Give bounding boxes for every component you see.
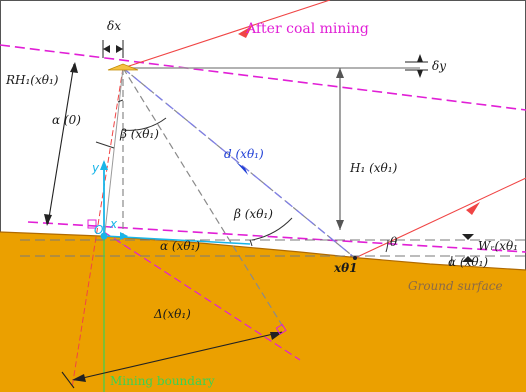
rh1-label: RH₁(xθ₁) <box>5 73 59 87</box>
beta-top-arc <box>122 117 167 131</box>
delta-arrow-left <box>72 374 86 382</box>
x-axis-label: x <box>109 217 118 231</box>
right-angle-marker-bottom <box>275 323 287 335</box>
xtheta-point <box>353 256 357 260</box>
mining-boundary-label: Mining boundary <box>110 374 215 388</box>
x-axis <box>103 235 251 245</box>
red-arrow-right <box>466 202 480 215</box>
delta-label: Δ(xθ₁) <box>153 307 191 321</box>
h1-label: H₁ (xθ₁) <box>349 161 398 175</box>
wr-label: Wᵣ(xθ₁ <box>478 239 518 253</box>
alpha-top-arc <box>117 99 124 103</box>
x-axis-arrow <box>120 232 128 240</box>
ground-surface-label: Ground surface <box>408 279 503 293</box>
magenta-dashed-top <box>0 44 526 111</box>
alpha0-pointer <box>95 141 115 149</box>
beta-mid-arc <box>251 217 293 241</box>
origin-point <box>100 232 108 240</box>
wr-arrow-bottom <box>462 256 474 262</box>
xtheta-label: xθ1 <box>333 261 358 275</box>
dx-arrow-left <box>103 45 110 53</box>
h1-arrow-bottom <box>336 220 344 230</box>
dx-label: δx <box>107 19 121 33</box>
alpha0-label: α (0) <box>52 113 81 127</box>
red-line-left <box>71 67 124 389</box>
h1-arrow-top <box>336 68 344 78</box>
magenta-dashed-bottom <box>27 221 526 253</box>
rh1-arrow-top <box>70 62 78 73</box>
dx-arrow-right <box>116 45 123 53</box>
origin-label: O <box>94 223 103 237</box>
y-axis-arrow <box>100 160 108 170</box>
title-label: After coal mining <box>245 21 369 37</box>
rh1-arrow-bottom <box>44 214 52 226</box>
red-line-right <box>354 177 526 259</box>
alpha-right-label: α (xθ₁) <box>448 255 488 269</box>
d-dashed-line <box>122 67 356 259</box>
beta-top-label: β (xθ₁) <box>119 127 159 141</box>
delta-tick-left <box>61 371 75 389</box>
delta-arrow-line <box>73 331 283 381</box>
right-angle-marker-origin <box>87 219 97 229</box>
apex-marker <box>107 63 139 71</box>
rh1-arrow-line <box>47 63 75 225</box>
red-line-top <box>122 0 331 69</box>
alpha-mid-label: α (xθ₁) <box>160 239 200 253</box>
ground-surface-line <box>0 231 526 271</box>
d-arrow <box>236 162 248 175</box>
ground-mass <box>0 232 526 392</box>
alpha-right-arc <box>449 255 453 267</box>
theta-arc <box>385 239 389 253</box>
magenta-dashed-diagonal <box>103 231 301 361</box>
apex-to-origin <box>104 67 124 233</box>
beta-mid-label: β (xθ₁) <box>233 207 273 221</box>
d-label: d (xθ₁) <box>224 147 264 161</box>
dy-arrow-bottom <box>417 70 423 78</box>
alpha-mid-arc <box>249 239 253 247</box>
red-arrow-top <box>238 26 252 38</box>
y-axis-label: y <box>91 161 100 175</box>
wr-arrow-top <box>462 234 474 240</box>
dy-label: δy <box>432 59 446 73</box>
theta-label: θ <box>390 235 398 249</box>
apex-to-ground-dashed <box>122 67 286 331</box>
dy-arrow-top <box>417 54 423 62</box>
